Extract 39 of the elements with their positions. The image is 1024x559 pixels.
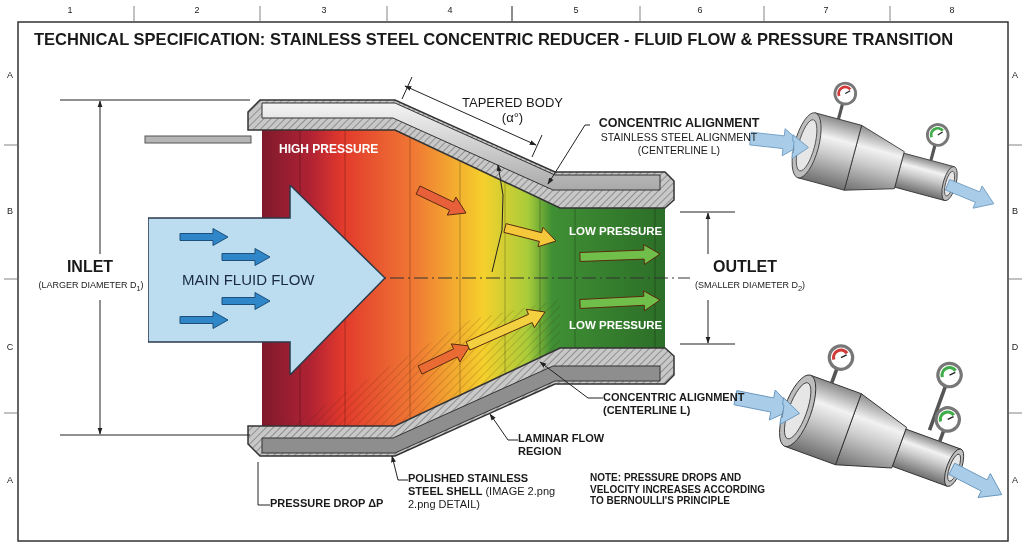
pressure-label: HIGH PRESSURE xyxy=(279,143,380,157)
pressure-label: LOW PRESSURE xyxy=(569,225,663,239)
leader-line xyxy=(489,413,519,441)
inlet-label: INLET xyxy=(65,258,115,277)
grid-reference: 4 xyxy=(446,5,454,16)
leader-line xyxy=(257,461,271,506)
grid-reference: 6 xyxy=(696,5,704,16)
grid-reference: 3 xyxy=(320,5,328,16)
grid-reference: A xyxy=(1011,475,1019,486)
grid-reference: 5 xyxy=(572,5,580,16)
callout-heading: CONCENTRIC ALIGNMENT xyxy=(597,116,761,131)
outlet-note: (SMALLER DIAMETER D$_{2}$) xyxy=(693,280,807,294)
grid-reference: 7 xyxy=(822,5,830,16)
grid-reference: 2 xyxy=(193,5,201,16)
inlet-note: (LARGER DIAMETER D$_{1}$) xyxy=(37,280,145,294)
grid-reference: 1 xyxy=(66,5,74,16)
grid-reference: A xyxy=(6,475,14,486)
diagram-title: TECHNICAL SPECIFICATION: STAINLESS STEEL CONCENTRIC REDUCER - FLUID FLOW & PRESSURE TRANSITION xyxy=(34,30,954,49)
callout-text: STAINLESS STEEL ALIGNMENT (CENTERLINE L) xyxy=(599,131,759,157)
callout-text: POLISHED STAINLESS STEEL SHELL (IMAGE 2.png 2.png DETAIL) xyxy=(408,472,558,512)
grid-reference: D xyxy=(1010,342,1020,353)
leader-line xyxy=(547,124,591,185)
note-text: NOTE: PRESSURE DROPS AND VELOCITY INCREASES ACCORDING TO BERNOULLI'S PRINCIPLE xyxy=(590,472,767,507)
dimension-label: TAPERED BODY (α°) xyxy=(461,96,564,126)
callout-text: CONCENTRIC ALIGNMENT (CENTERLINE L) xyxy=(603,391,753,419)
grid-reference: B xyxy=(6,206,14,217)
grid-reference: B xyxy=(1011,206,1019,217)
grid-reference: C xyxy=(5,342,15,353)
callout-text: PRESSURE DROP ΔP xyxy=(270,497,390,513)
grid-reference: A xyxy=(1011,70,1019,81)
arrow-label: MAIN FLUID FLOW xyxy=(182,271,315,289)
leader-line xyxy=(391,455,409,481)
grid-reference: A xyxy=(6,70,14,81)
grid-reference: 8 xyxy=(948,5,956,16)
callout-text: LAMINAR FLOW REGION xyxy=(518,432,610,460)
outlet-label: OUTLET xyxy=(712,258,778,277)
pressure-label: LOW PRESSURE xyxy=(569,319,663,333)
leader-line xyxy=(539,361,604,399)
large-flow-arrow xyxy=(148,185,386,375)
